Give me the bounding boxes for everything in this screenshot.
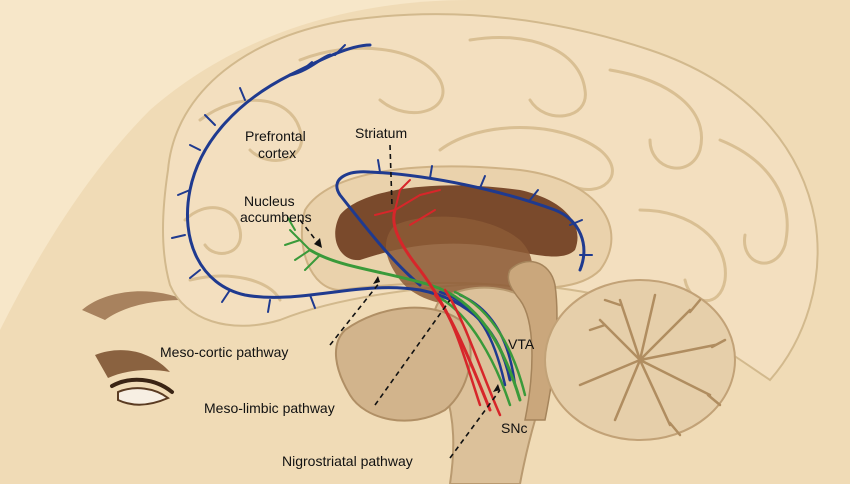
label-nucleus-line2: accumbens bbox=[240, 209, 312, 225]
gyrus-5 bbox=[718, 138, 789, 265]
leader-meso-cortic bbox=[329, 281, 381, 346]
label-prefrontal-line1: Prefrontal bbox=[245, 128, 306, 144]
arrow-meso-cortic bbox=[373, 276, 380, 284]
mesolimbic-accumbens-branches bbox=[284, 217, 321, 271]
gyrus-8 bbox=[183, 206, 242, 255]
eye bbox=[117, 387, 170, 406]
mesocortical-branch-upper bbox=[288, 53, 332, 77]
label-striatum: Striatum bbox=[355, 125, 407, 141]
gyrus-1 bbox=[198, 98, 304, 162]
nigrostriatal-main bbox=[392, 208, 492, 412]
label-nucleus-line1: Nucleus bbox=[244, 193, 295, 209]
gyrus-4 bbox=[608, 68, 703, 170]
nigrostriatal-striatum-branches bbox=[374, 179, 441, 226]
eyelid bbox=[95, 350, 170, 378]
leader-striatum bbox=[389, 144, 393, 207]
cerebellum bbox=[544, 279, 736, 441]
gyrus-3 bbox=[468, 35, 587, 118]
leader-meso-limbic bbox=[374, 299, 451, 406]
mesolimbic-fibers bbox=[438, 290, 527, 407]
label-vta: VTA bbox=[508, 336, 535, 352]
gyri bbox=[183, 35, 789, 303]
gyrus-9 bbox=[188, 274, 282, 302]
leader-arrowheads bbox=[314, 238, 500, 392]
label-meso-cortic: Meso-cortic pathway bbox=[160, 344, 288, 360]
face-features bbox=[82, 291, 185, 406]
gyrus-6 bbox=[438, 126, 614, 191]
label-snc: SNc bbox=[501, 420, 527, 436]
midbrain-tube bbox=[507, 260, 558, 421]
eyebrow bbox=[82, 291, 185, 320]
mesocortical-arch bbox=[335, 170, 586, 287]
label-meso-limbic: Meso-limbic pathway bbox=[204, 400, 335, 416]
mesocortical-twigs bbox=[171, 44, 593, 313]
arbor-vitae bbox=[578, 293, 727, 437]
eye-lash bbox=[110, 377, 174, 394]
label-prefrontal-line2: cortex bbox=[258, 145, 296, 161]
label-nigrostriatal: Nigrostriatal pathway bbox=[282, 453, 413, 469]
arrow-nigrostriatal bbox=[493, 384, 500, 392]
arrow-nucleus-accumbens bbox=[314, 238, 322, 248]
